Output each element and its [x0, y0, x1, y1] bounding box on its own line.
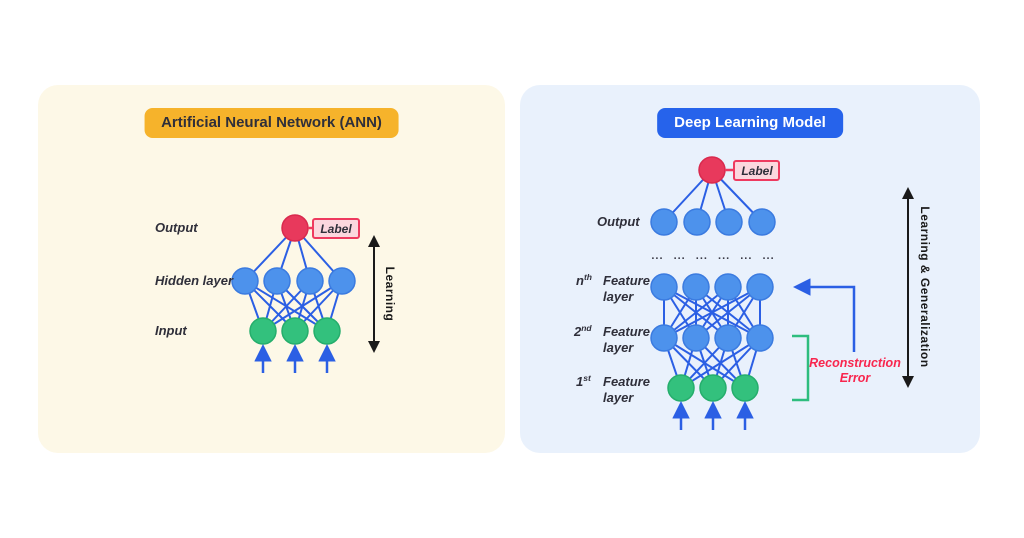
label-box-text: Label [741, 164, 773, 178]
dl-first-label-word1: Feature [603, 374, 650, 389]
reconstruction-error-line1: Reconstruction [809, 356, 901, 370]
hidden-node [328, 267, 356, 295]
first-feature-node [731, 374, 759, 402]
input-layer-nodes [249, 317, 341, 345]
label-box-text: Label [320, 222, 352, 236]
input-node [313, 317, 341, 345]
dl-second-feature-nodes [650, 324, 774, 352]
second-feature-node [682, 324, 710, 352]
ann-title-badge: Artificial Neural Network (ANN) [144, 108, 399, 138]
input-layer-label: Input [155, 323, 187, 338]
second-feature-node [650, 324, 678, 352]
hidden-node [231, 267, 259, 295]
hidden-node [296, 267, 324, 295]
label-box [312, 218, 360, 239]
dl-first-label-prefix: 1st [576, 373, 592, 389]
nth-feature-node [650, 273, 678, 301]
ellipsis-row: ... ... ... ... ... ... [651, 250, 774, 262]
input-arrows [254, 344, 336, 373]
hidden-layer-nodes [231, 267, 356, 295]
output-node [748, 208, 776, 236]
dl-nth-feature-nodes [650, 273, 774, 301]
reconstruction-error-line2: Error [840, 371, 872, 385]
reconstruction-feedback-arrow [793, 278, 856, 352]
nth-feature-node [714, 273, 742, 301]
dl-input-arrows [672, 401, 754, 430]
dl-first-label-word2: layer [603, 390, 634, 405]
hidden-layer-label: Hidden layer [155, 273, 234, 288]
reconstruction-bracket [792, 334, 810, 402]
second-feature-node [746, 324, 774, 352]
dl-first-feature-nodes [667, 374, 759, 402]
nth-feature-node [746, 273, 774, 301]
first-feature-node [667, 374, 695, 402]
dl-second-label-prefix: 2nd [573, 323, 592, 339]
learning-arrow-label: Learning [383, 267, 397, 322]
dl-edges-nth-second [663, 286, 761, 339]
deep-learning-title-badge: Deep Learning Model [657, 108, 843, 138]
output-node [715, 208, 743, 236]
dl-nth-label-prefix: nth [576, 272, 592, 288]
nth-feature-node [682, 273, 710, 301]
output-node [650, 208, 678, 236]
dl-nth-label-word2: layer [603, 289, 634, 304]
label-box [733, 160, 780, 181]
input-node [281, 317, 309, 345]
dl-second-label-word1: Feature [603, 324, 650, 339]
input-node [249, 317, 277, 345]
label-node [698, 156, 726, 184]
learning-generalization-label: Learning & Generalization [918, 206, 932, 367]
dl-output-label: Output [597, 214, 640, 229]
output-node [683, 208, 711, 236]
deep-learning-panel: Deep Learning Model [520, 85, 980, 453]
dl-output-nodes [650, 208, 776, 236]
deep-learning-diagram: ... ... ... ... ... ... Label Output nth… [573, 156, 932, 430]
output-node [281, 214, 309, 242]
first-feature-node [699, 374, 727, 402]
ann-diagram: Label Output Hidden layer Input Learning [155, 214, 397, 373]
output-layer-label: Output [155, 220, 198, 235]
dl-nth-label-word1: Feature [603, 273, 650, 288]
dl-second-label-word2: layer [603, 340, 634, 355]
second-feature-node [714, 324, 742, 352]
ann-panel: Artificial Neural Network (ANN) [38, 85, 505, 453]
hidden-node [263, 267, 291, 295]
